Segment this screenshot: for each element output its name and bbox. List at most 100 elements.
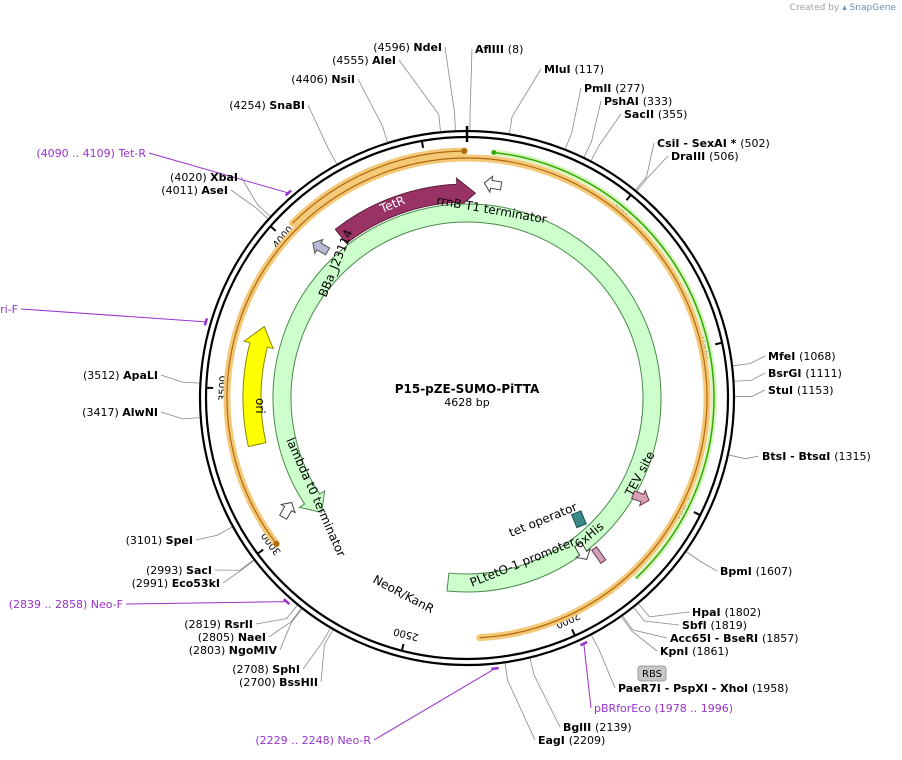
restriction-site-label: Acc65I - BseRI (1857) bbox=[670, 632, 799, 645]
site-leader bbox=[591, 635, 616, 689]
site-leader bbox=[508, 68, 542, 134]
primer-label: (3671 .. 3690) pBR322ori-F bbox=[0, 303, 18, 316]
primer-mark bbox=[283, 598, 291, 605]
site-leader bbox=[728, 454, 760, 460]
restriction-site-label: (2700) BssHII bbox=[239, 676, 318, 689]
site-leader bbox=[160, 374, 200, 384]
site-leader bbox=[686, 551, 718, 572]
primer-mark bbox=[491, 666, 499, 671]
site-leader bbox=[195, 526, 233, 541]
restriction-site-label: BpmI (1607) bbox=[720, 565, 792, 578]
tick-mark bbox=[571, 628, 576, 637]
site-leader bbox=[160, 411, 200, 420]
tet-operator-label: tet operator bbox=[507, 500, 579, 540]
lambda-terminator-label: lambda t0 terminator bbox=[283, 436, 348, 559]
restriction-site-label: SbfI (1819) bbox=[682, 619, 747, 632]
snapgene-logo: ▴ bbox=[842, 3, 847, 13]
site-leader bbox=[622, 615, 668, 639]
tetr-region-arrowhead bbox=[461, 148, 468, 155]
restriction-site-label: (3417) AlwNI bbox=[82, 406, 158, 419]
site-leader bbox=[255, 605, 298, 625]
tick-mark bbox=[420, 140, 425, 148]
primer-label: pBRforEco (1978 .. 1996) bbox=[594, 702, 733, 715]
site-leader bbox=[268, 608, 302, 638]
tetr-arrow bbox=[334, 177, 477, 245]
site-leader bbox=[279, 608, 303, 651]
site-leader bbox=[734, 372, 766, 382]
site-leader bbox=[635, 142, 655, 191]
primer-mark bbox=[284, 189, 292, 197]
site-leader bbox=[230, 189, 269, 219]
rbs-label: RBS bbox=[642, 669, 662, 680]
primer-leader bbox=[148, 152, 289, 194]
sumo-cds-arrowhead bbox=[491, 149, 497, 155]
labels-layer: (4596) NdeI(4555) AleI(4406) NsiI(4254) … bbox=[0, 41, 871, 747]
ori-label: ori bbox=[253, 398, 267, 414]
credit-prefix: Created by bbox=[789, 3, 840, 13]
site-leader bbox=[633, 607, 680, 626]
restriction-site-label: BtsI - BtsαI (1315) bbox=[762, 450, 871, 463]
sumo-cds-line bbox=[493, 151, 715, 579]
neor-kanr-label: NeoR/KanR bbox=[371, 572, 437, 616]
site-leader bbox=[240, 176, 271, 217]
lambda-terminator-arrow bbox=[279, 501, 296, 520]
primer-leader bbox=[20, 308, 206, 323]
restriction-site-label: (2805) NaeI bbox=[198, 631, 266, 644]
site-leader bbox=[583, 100, 602, 158]
site-leader bbox=[529, 658, 561, 728]
plasmid-length: 4628 bp bbox=[444, 396, 489, 409]
restriction-site-label: (4406) NsiI bbox=[291, 73, 355, 86]
site-leader bbox=[357, 78, 388, 143]
restriction-site-label: (2991) Eco53kI bbox=[132, 577, 220, 590]
pltet-promoter-arrow bbox=[574, 541, 592, 560]
site-leader bbox=[398, 59, 441, 132]
restriction-site-label: (3512) ApaLI bbox=[83, 369, 158, 382]
restriction-site-label: MfeI (1068) bbox=[768, 350, 836, 363]
restriction-site-label: (2803) NgoMIV bbox=[189, 644, 278, 657]
restriction-site-label: KpnI (1861) bbox=[660, 645, 729, 658]
restriction-site-label: (4596) NdeI bbox=[373, 41, 442, 54]
restriction-site-label: PaeR7I - PspXI - XhoI (1958) bbox=[618, 682, 789, 695]
restriction-site-label: (2993) SacI bbox=[146, 564, 212, 577]
restriction-site-label: EagI (2209) bbox=[538, 734, 605, 747]
site-leader bbox=[320, 629, 334, 683]
restriction-site-label: (2819) RsrII bbox=[184, 618, 253, 631]
restriction-site-label: StuI (1153) bbox=[768, 384, 834, 397]
site-leader-lines bbox=[20, 46, 766, 741]
site-leader bbox=[590, 113, 622, 161]
ori-arrow bbox=[242, 325, 275, 448]
restriction-site-label: (3101) SpeI bbox=[126, 534, 193, 547]
credit-brand: SnapGene bbox=[849, 3, 896, 13]
primer-leader bbox=[125, 601, 287, 605]
tick-mark bbox=[400, 643, 405, 651]
primer-leader bbox=[583, 643, 592, 709]
neo-region-line bbox=[226, 157, 708, 639]
site-leader bbox=[214, 559, 254, 571]
restriction-site-label: (4011) AseI bbox=[161, 184, 228, 197]
tick-mark bbox=[256, 548, 264, 555]
his-tag-box bbox=[590, 546, 607, 565]
tick-label: 2500 bbox=[392, 625, 419, 642]
bba-j23114-arrow bbox=[312, 238, 331, 256]
restriction-site-label: PmlI (277) bbox=[584, 82, 645, 95]
primer-leader bbox=[373, 668, 496, 741]
restriction-site-label: SacII (355) bbox=[624, 108, 687, 121]
site-leader bbox=[636, 155, 669, 192]
neor-kanr-arrow bbox=[272, 203, 662, 593]
primer-mark bbox=[203, 317, 209, 326]
restriction-site-label: (4555) AleI bbox=[332, 54, 396, 67]
restriction-site-label: HpaI (1802) bbox=[692, 606, 761, 619]
tet-operator-box bbox=[570, 510, 587, 529]
neo-region-arrowhead bbox=[273, 540, 280, 547]
site-leader bbox=[307, 104, 338, 165]
site-leader bbox=[302, 628, 331, 670]
tick-mark bbox=[269, 225, 277, 232]
tetr-region-line bbox=[292, 150, 465, 224]
features-layer bbox=[223, 147, 717, 642]
restriction-site-label: (2708) SphI bbox=[232, 663, 300, 676]
primer-label: (4090 .. 4109) Tet-R bbox=[36, 147, 146, 160]
plasmid-name: P15-pZE-SUMO-PiTTA bbox=[395, 382, 540, 396]
site-leader bbox=[638, 603, 690, 618]
site-leader bbox=[222, 560, 255, 584]
